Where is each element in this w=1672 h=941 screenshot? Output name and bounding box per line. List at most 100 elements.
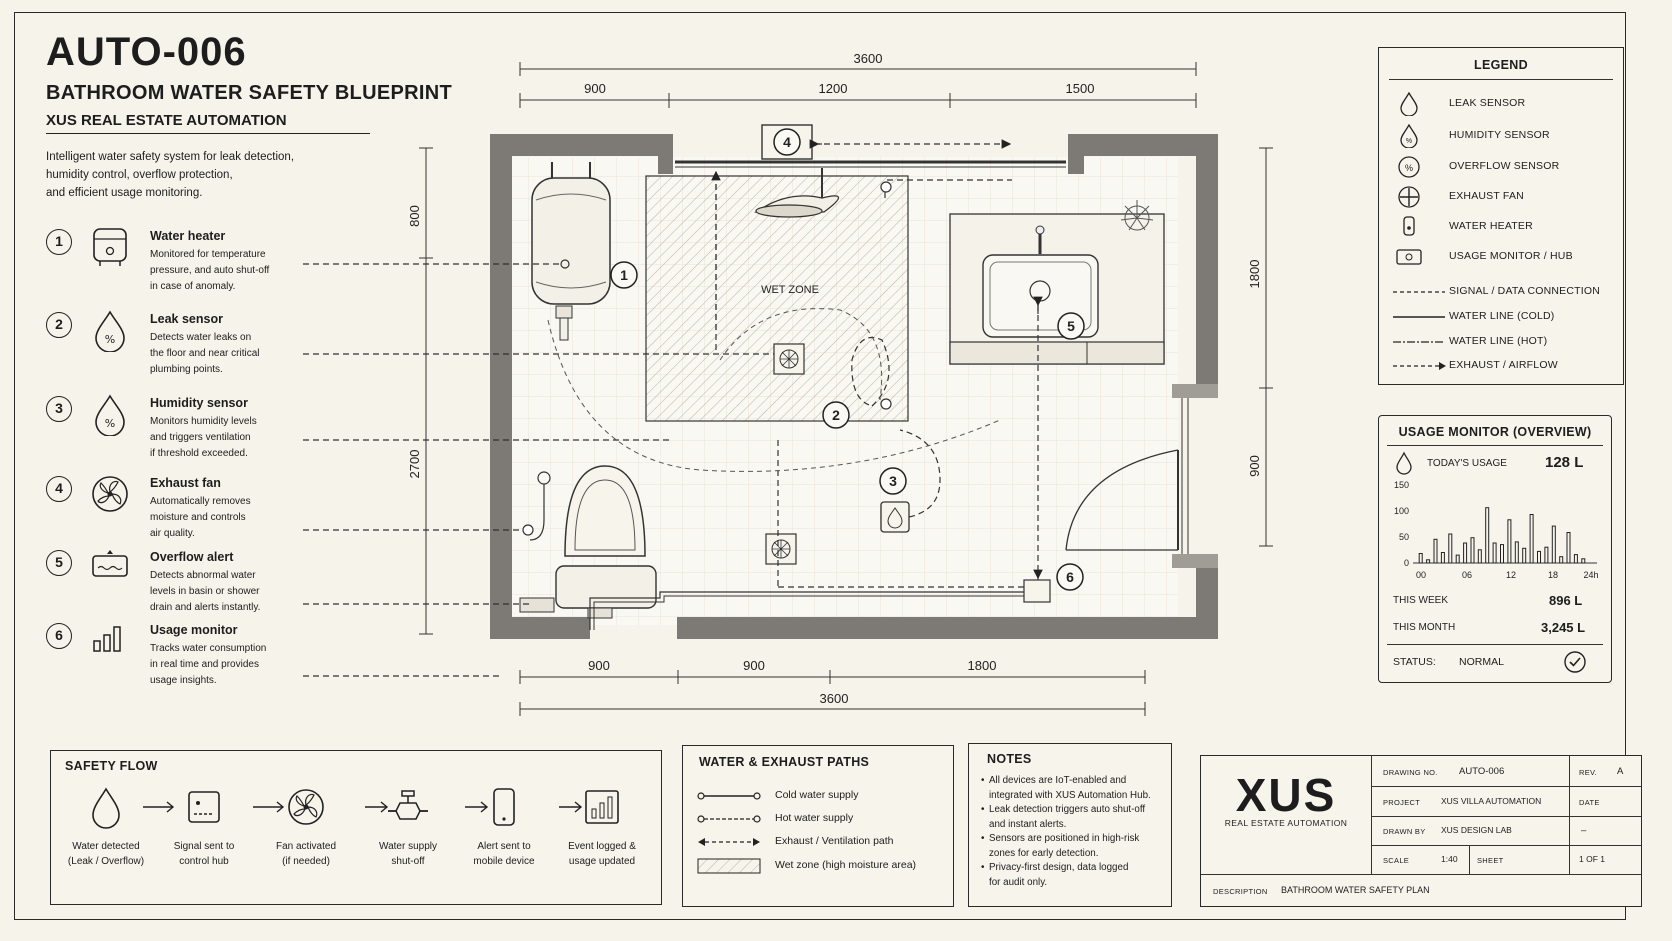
usage-bar	[1485, 507, 1490, 564]
dim-top-seg-1: 900	[584, 81, 606, 96]
dimension-bottom	[519, 670, 1146, 716]
dim-left-2: 2700	[407, 450, 422, 479]
sheet: 1 OF 1	[1579, 854, 1605, 864]
feature-humidity-sensor: 3 % Humidity sensor Monitors humidity le…	[46, 394, 306, 466]
usage-bar	[1537, 550, 1541, 564]
dim-left-1: 800	[407, 205, 422, 227]
title-underline	[46, 133, 370, 134]
water-drop-icon	[92, 787, 120, 829]
x-tick-06: 06	[1462, 570, 1472, 580]
signal-line-swatch	[1393, 291, 1445, 293]
cold-water-swatch	[697, 792, 761, 800]
walls	[490, 134, 1218, 639]
usage-bar	[1500, 544, 1504, 564]
legend-hot-line: WATER LINE (HOT)	[1379, 330, 1619, 356]
y-tick-100: 100	[1394, 506, 1409, 516]
plan-marker-1: 1	[610, 261, 638, 289]
sink-vanity	[949, 213, 1165, 365]
overflow-alert-icon	[92, 550, 128, 577]
project-name: XUS VILLA AUTOMATION	[1441, 796, 1542, 806]
exhaust-path-swatch	[698, 838, 760, 846]
exhaust-fan-icon	[92, 476, 128, 512]
paths-panel: WATER & EXHAUST PATHS Cold water supply …	[682, 745, 954, 907]
path-hot-water: Hot water supply	[697, 809, 927, 829]
drawing-frame	[14, 12, 1626, 920]
usage-bar	[1463, 542, 1468, 564]
overflow-sensor-icon: %	[1398, 156, 1420, 178]
legend-water-heater: WATER HEATER	[1379, 215, 1619, 241]
usage-bar	[1477, 549, 1482, 564]
x-tick-12: 12	[1506, 570, 1516, 580]
intro-text: Intelligent water safety system for leak…	[46, 151, 295, 199]
usage-bar	[1455, 554, 1460, 564]
dimension-top	[519, 62, 1197, 108]
legend-exhaust-fan: EXHAUST FAN	[1379, 185, 1619, 211]
svg-text:1: 1	[620, 267, 628, 283]
plan-marker-4: 4	[773, 128, 801, 156]
drawing-code: AUTO-006	[46, 30, 247, 74]
control-hub-icon	[188, 791, 220, 823]
notes-panel: NOTES All devices are IoT-enabled andint…	[968, 743, 1172, 907]
legend-overflow-sensor: % OVERFLOW SENSOR	[1379, 155, 1619, 181]
sensor-dot-top	[880, 181, 892, 193]
usage-monitor-panel: USAGE MONITOR (OVERVIEW) TODAY'S USAGE 1…	[1378, 415, 1612, 683]
door	[1065, 398, 1189, 554]
usage-bar	[1514, 541, 1519, 564]
water-heater	[531, 162, 611, 341]
usage-bar	[1529, 514, 1534, 564]
plan-marker-3: 3	[879, 467, 907, 495]
hot-line-swatch	[1393, 341, 1445, 343]
usage-bar	[1566, 532, 1571, 564]
svg-text:6: 6	[1066, 569, 1074, 585]
safety-flow-panel: SAFETY FLOW Water detected(Leak / Overfl…	[50, 750, 662, 905]
flow-step-fan-activated: Fan activated(if needed)	[251, 787, 361, 887]
scale: 1:40	[1441, 854, 1458, 864]
usage-bar	[1418, 553, 1423, 564]
title-block: XUS REAL ESTATE AUTOMATION DRAWING NO. A…	[1200, 755, 1642, 907]
dim-bottom-seg-1: 900	[588, 658, 610, 673]
x-tick-18: 18	[1548, 570, 1558, 580]
company-name: XUS REAL ESTATE AUTOMATION	[46, 112, 287, 129]
flow-step-water-detected: Water detected(Leak / Overflow)	[51, 787, 161, 887]
sensor-dot-shower	[880, 398, 892, 410]
path-wet-zone: Wet zone (high moisture area)	[697, 856, 927, 876]
legend-airflow-line: EXHAUST / AIRFLOW	[1379, 354, 1619, 380]
floor-drain-shower	[773, 343, 805, 375]
usage-bar	[1559, 556, 1564, 564]
airflow-line-swatch	[1393, 362, 1446, 370]
usage-hub-device	[1023, 579, 1051, 603]
usage-monitor-icon	[93, 626, 121, 652]
dim-bottom-seg-2: 900	[743, 658, 765, 673]
svg-text:%: %	[105, 333, 115, 346]
dim-right-1: 1800	[1247, 260, 1262, 289]
legend-signal-line: SIGNAL / DATA CONNECTION	[1379, 280, 1619, 306]
today-usage-label: TODAY'S USAGE	[1427, 458, 1507, 469]
svg-text:%: %	[105, 417, 115, 430]
floor-drain-main	[765, 533, 797, 565]
plan-marker-5: 5	[1057, 312, 1085, 340]
week-usage-label: THIS WEEK	[1393, 595, 1449, 606]
path-cold-water: Cold water supply	[697, 786, 927, 806]
wet-zone-swatch	[697, 858, 761, 874]
flow-step-event-logged: Event logged &usage updated	[547, 787, 657, 887]
dim-top-seg-3: 1500	[1066, 81, 1095, 96]
drawing-title: BATHROOM WATER SAFETY BLUEPRINT	[46, 82, 452, 104]
fan-icon	[288, 789, 324, 825]
dim-bottom-total: 3600	[820, 691, 849, 706]
title-block-logo-cell: XUS REAL ESTATE AUTOMATION	[1201, 756, 1371, 874]
flow-arrows	[143, 801, 583, 813]
water-heater-icon	[1403, 216, 1415, 236]
y-tick-50: 50	[1399, 532, 1409, 542]
usage-bar	[1426, 559, 1431, 564]
usage-bar	[1470, 537, 1475, 564]
y-tick-150: 150	[1394, 480, 1409, 490]
usage-bar	[1544, 546, 1549, 564]
usage-hub-icon	[1396, 249, 1422, 265]
bidet-spray	[519, 471, 555, 613]
leak-sensor-icon: %	[95, 310, 125, 352]
